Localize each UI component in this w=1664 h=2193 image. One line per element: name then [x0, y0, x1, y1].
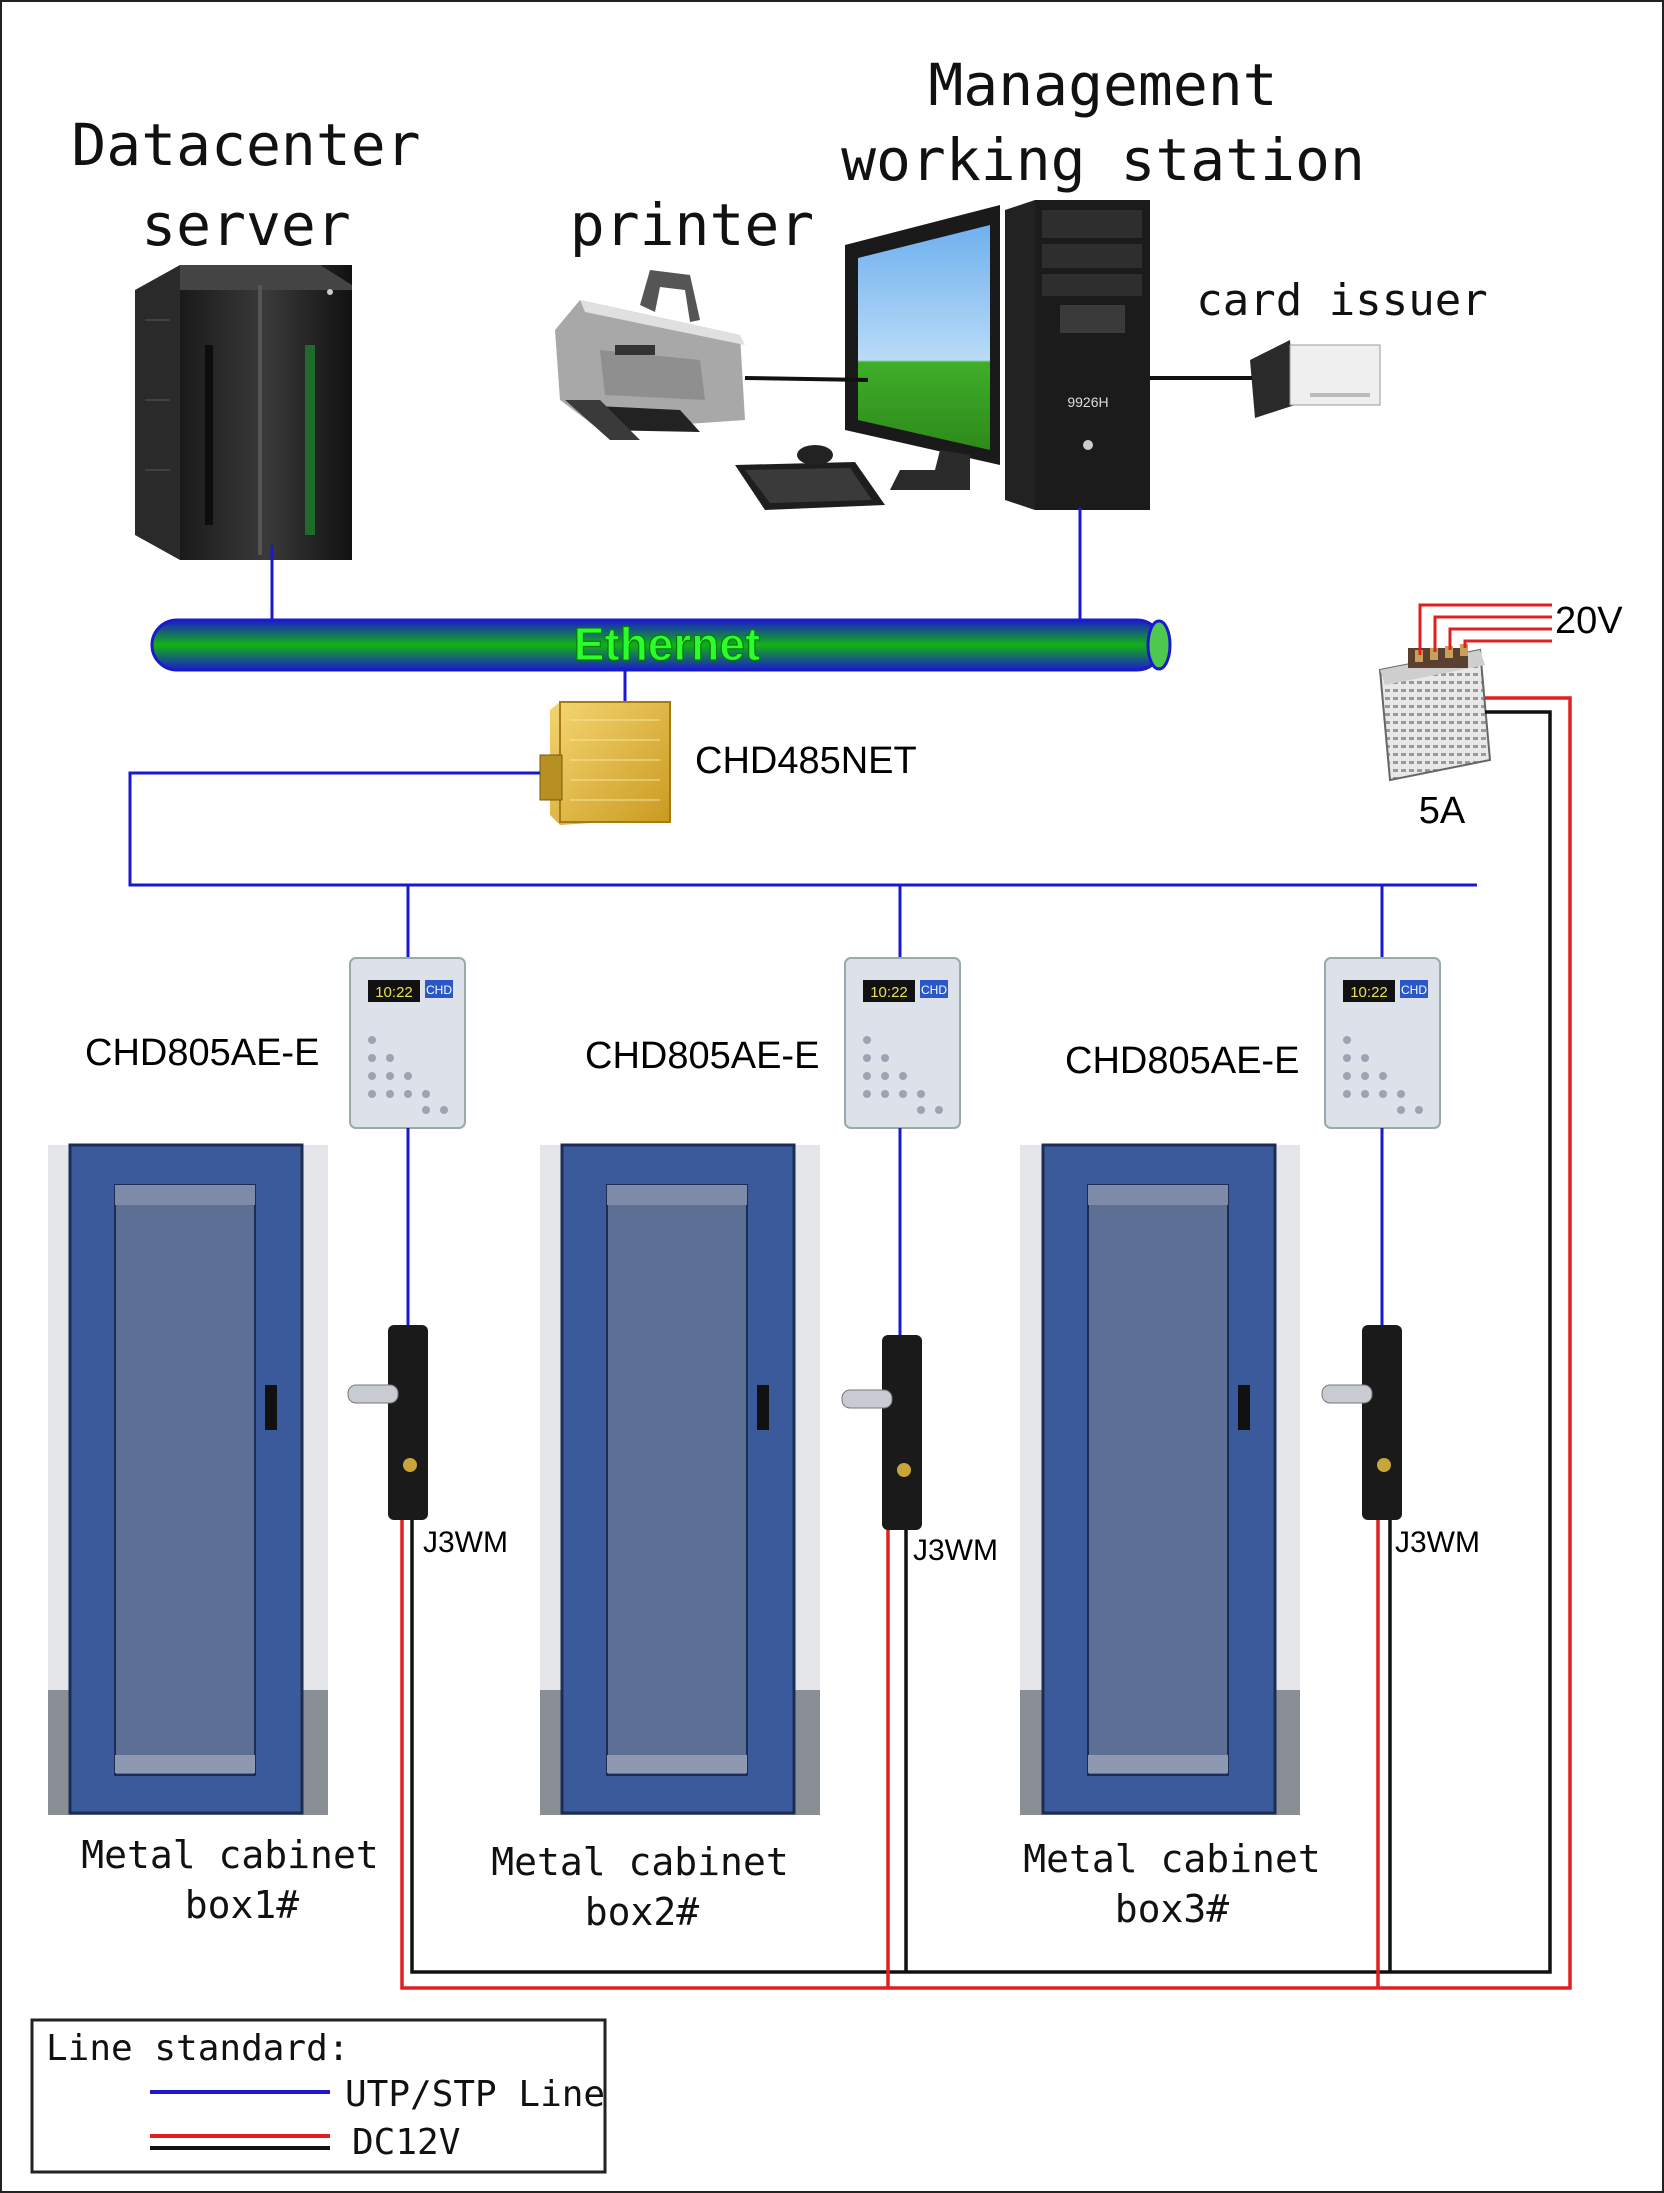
lock-label-2: J3WM	[913, 1534, 998, 1567]
server-title-line1: Datacenter	[71, 111, 420, 179]
cabinet-name-3: Metal cabinet	[1023, 1837, 1320, 1881]
cabinet-box-2: box2#	[585, 1890, 700, 1934]
monitor-icon	[845, 205, 1000, 490]
controller-label-2: CHD805AE-E	[585, 1035, 819, 1077]
controller-label-1: CHD805AE-E	[85, 1032, 319, 1074]
printer-pc-cable	[744, 376, 869, 382]
power-input-line-1	[1418, 603, 1552, 655]
legend-utp-label: UTP/STP Line	[345, 2074, 605, 2115]
mouse-icon	[797, 445, 833, 465]
lock-icon-2	[841, 1335, 922, 1530]
controller-display-3: 10:22	[1350, 984, 1388, 1001]
lock-label-1: J3WM	[423, 1526, 508, 1559]
legend-title: Line standard:	[46, 2028, 349, 2069]
cabinet-icon-3	[1020, 1143, 1300, 1815]
card-issuer-label: card issuer	[1196, 275, 1487, 326]
cabinet-box-3: box3#	[1115, 1887, 1230, 1931]
access-unit-2: CHD805AE-E 10:22 CHD	[491, 957, 998, 1934]
controller-icon-2: 10:22 CHD	[844, 957, 961, 1129]
printer-label: printer	[570, 191, 814, 259]
cabinet-name-1: Metal cabinet	[81, 1833, 378, 1877]
keyboard-icon	[735, 462, 885, 510]
server-icon	[135, 265, 352, 560]
lock-label-3: J3WM	[1395, 1526, 1480, 1559]
power-input-line-3	[1448, 627, 1552, 650]
power-voltage-label: 20V	[1555, 600, 1623, 642]
controller-display-2: 10:22	[870, 984, 908, 1001]
pc-tower-icon: 9926H	[1005, 200, 1150, 510]
controller-logo-2: CHD	[921, 983, 947, 997]
legend-dc-label: DC12V	[352, 2122, 460, 2163]
cabinet-name-2: Metal cabinet	[491, 1840, 788, 1884]
rs485-bus	[128, 771, 1477, 887]
controller-display-1: 10:22	[375, 984, 413, 1001]
ethernet-label: Ethernet	[574, 618, 761, 670]
printer-icon	[555, 270, 745, 440]
dc-negative-rail	[410, 710, 1552, 1974]
station-title-line1: Management	[928, 51, 1277, 119]
ethernet-backbone: Ethernet	[150, 617, 1172, 672]
cabinet-icon-1	[48, 1143, 328, 1815]
power-input-line-2	[1433, 615, 1552, 652]
lock-icon-1	[347, 1325, 428, 1520]
power-input-line-4	[1463, 639, 1552, 648]
access-unit-1: CHD805AE-E 10:22 CHD	[48, 957, 508, 1927]
server-title-line2: server	[141, 191, 351, 259]
controller-label-3: CHD805AE-E	[1065, 1040, 1299, 1082]
access-unit-3: CHD805AE-E 10:22 CHD	[1020, 957, 1480, 1931]
legend: Line standard: UTP/STP Line DC12V	[30, 2018, 607, 2174]
cabinet-icon-2	[540, 1143, 820, 1815]
controller-logo-1: CHD	[426, 983, 452, 997]
converter-label: CHD485NET	[695, 740, 917, 782]
power-current-label: 5A	[1419, 790, 1466, 832]
controller-logo-3: CHD	[1401, 983, 1427, 997]
card-issuer-icon	[1250, 340, 1381, 418]
dc-positive-rail	[400, 696, 1572, 1990]
converter-icon	[539, 701, 671, 825]
power-supply-icon	[1378, 644, 1492, 782]
pc-brand-label: 9926H	[1067, 394, 1108, 410]
station-title-line2: working station	[841, 126, 1365, 194]
controller-icon-3: 10:22 CHD	[1324, 957, 1441, 1129]
controller-icon-1: 10:22 CHD	[349, 957, 466, 1129]
lock-icon-3	[1321, 1325, 1402, 1520]
cabinet-box-1: box1#	[185, 1883, 300, 1927]
